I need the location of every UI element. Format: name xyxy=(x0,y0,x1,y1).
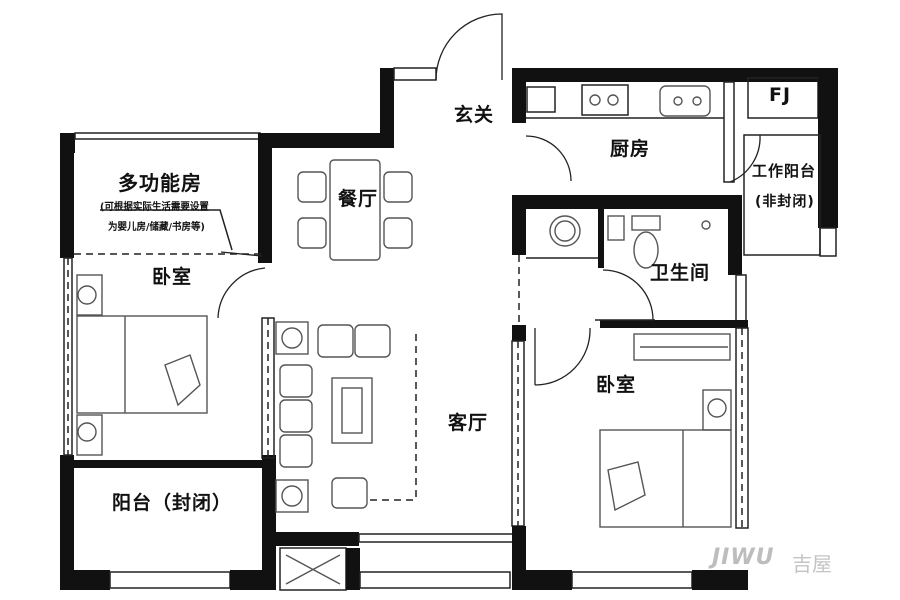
living-set xyxy=(275,321,417,513)
room-label-multi-room: 多功能房 xyxy=(118,171,202,195)
walls xyxy=(60,67,838,591)
room-label-bathroom: 卫生间 xyxy=(650,262,711,284)
room-label-entrance: 玄关 xyxy=(454,104,495,126)
room-sublabel-work-balcony: (非封闭) xyxy=(755,194,815,210)
left-bedroom-furniture xyxy=(76,274,208,456)
room-label-kitchen: 厨房 xyxy=(610,138,651,160)
room-label-bedroom-left: 卧室 xyxy=(152,266,193,288)
watermark-brand-cn: 吉屋 xyxy=(792,552,832,576)
room-note-line1: (可根据实际生活需要设置 xyxy=(100,202,209,213)
kitchen-fixtures xyxy=(526,84,724,119)
room-label-bedroom-right: 卧室 xyxy=(596,374,637,396)
room-label-work-balcony: 工作阳台 xyxy=(752,162,817,180)
room-note-line2: 为婴儿房/储藏/书房等) xyxy=(108,222,205,233)
dining-set xyxy=(297,159,413,261)
right-bedroom-furniture xyxy=(599,333,732,528)
room-label-balcony-closed: 阳台（封闭） xyxy=(112,492,233,514)
room-label-living: 客厅 xyxy=(448,412,489,434)
bathroom-fixtures xyxy=(549,215,711,321)
room-label-fj: FJ xyxy=(769,84,792,106)
watermark-brand-latin: JIWU xyxy=(712,545,775,570)
doors xyxy=(217,13,761,386)
room-label-dining: 餐厅 xyxy=(338,188,379,210)
